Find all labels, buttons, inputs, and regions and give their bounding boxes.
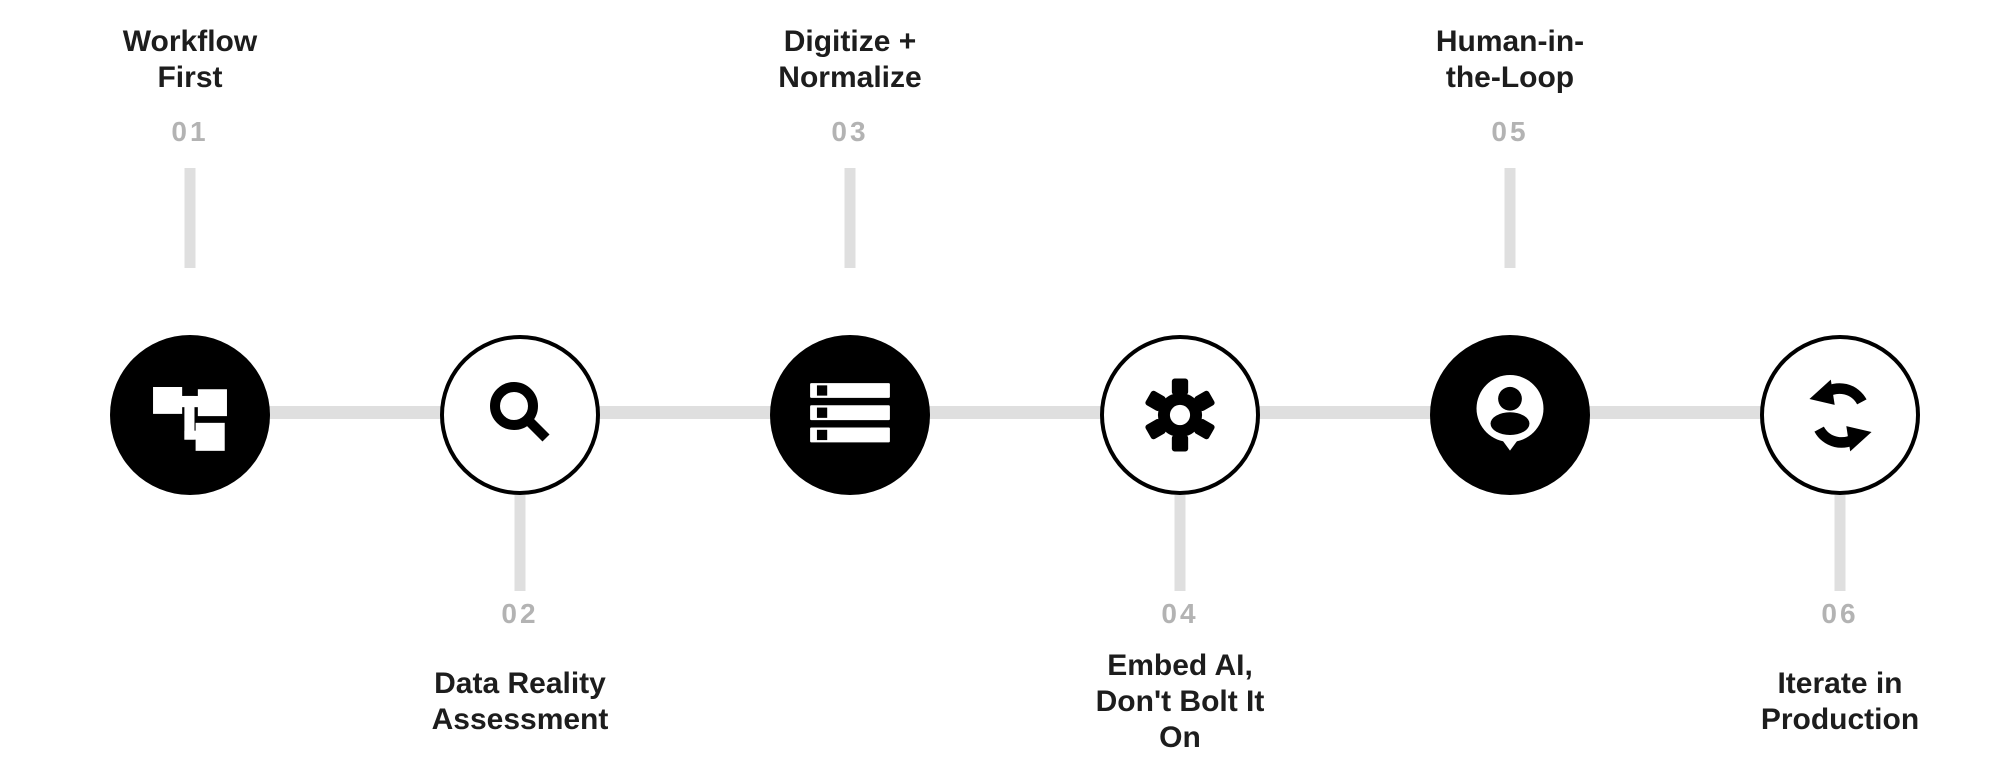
step-circle [110,335,270,495]
step-item-3: Digitize +Normalize 03 [685,0,1015,774]
timeline-line [190,406,1841,419]
step-label: Digitize +Normalize [778,25,922,94]
step-connector-vertical [1834,495,1846,591]
step-circle [1760,335,1920,495]
person-pin-icon [1476,375,1544,451]
step-item-5: Human-in-the-Loop 05 [1345,0,1675,774]
flowchart-icon [153,387,227,451]
step-circle [1100,335,1260,495]
step-number: 06 [1821,598,1859,629]
step-number: 05 [1491,116,1529,147]
step-connector-vertical [514,495,526,591]
step-number: 04 [1161,598,1199,629]
step-circle [1430,335,1590,495]
step-number: 01 [171,116,209,147]
server-stack-icon [810,383,890,443]
step-connector-vertical [184,168,196,268]
step-number: 03 [831,116,869,147]
step-connector-vertical [844,168,856,268]
search-icon [490,382,550,442]
step-number: 02 [501,598,539,629]
refresh-icon [1808,379,1872,451]
step-circle [770,335,930,495]
step-connector-vertical [1504,168,1516,268]
step-label: Human-in-the-Loop [1435,25,1585,94]
gear-icon [1145,378,1215,452]
step-circle [440,335,600,495]
step-connector-vertical [1174,495,1186,591]
